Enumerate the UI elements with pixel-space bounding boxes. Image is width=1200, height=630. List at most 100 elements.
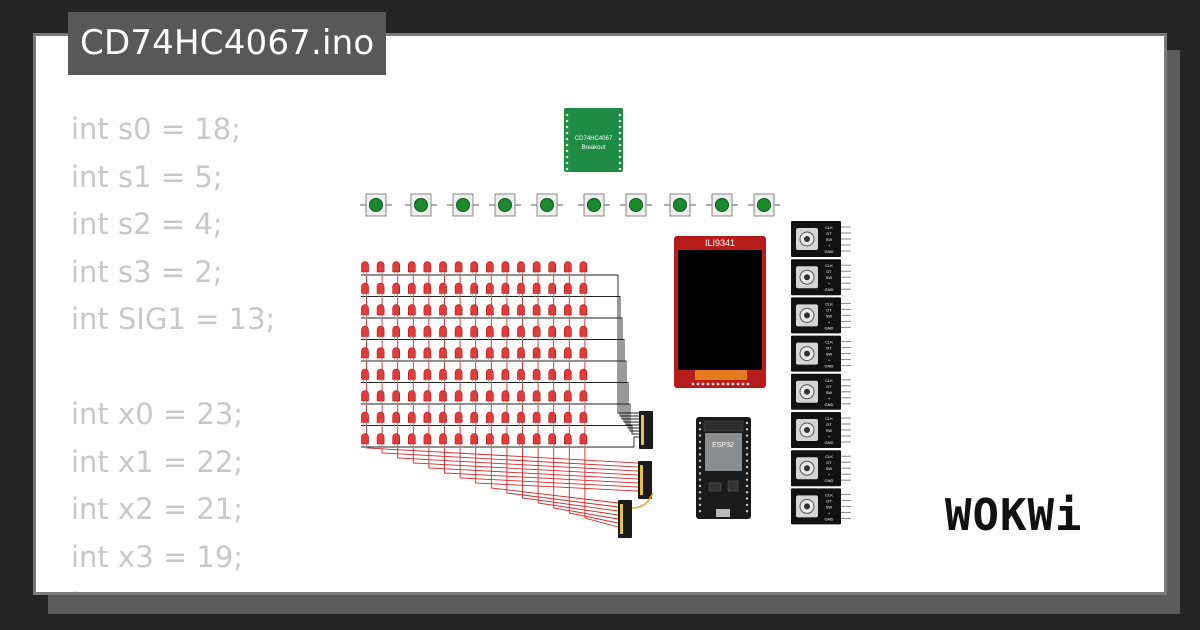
encoder-pin-label: CLK [825,263,833,268]
led [361,368,369,384]
led [501,282,510,298]
led [361,282,369,298]
mux-chip-1[interactable] [639,411,653,449]
led [579,411,588,427]
led [532,325,541,341]
led [408,433,416,448]
encoder-pin-label: DT [826,460,832,465]
led [408,411,416,427]
led [454,325,463,341]
led [532,368,541,384]
led [486,282,494,298]
mux-breakout-label: CD74HC4067 [575,136,613,142]
esp32-board[interactable]: ESP32 [696,417,751,519]
led [376,411,385,427]
led [501,325,510,341]
led [423,390,432,405]
encoder-pin-label: SW [826,428,833,433]
code-line: int x0 = 23; [71,397,244,431]
project-preview-card[interactable]: int s0 = 18; int s1 = 5; int s2 = 4; int… [33,33,1167,595]
encoder-pin-label: CLK [825,454,833,459]
led [392,347,400,362]
led [392,282,400,298]
code-line: int SIG2 = 12; [71,581,275,592]
pushbutton [531,193,563,217]
encoder-pin-label: CLK [825,416,833,421]
led [376,347,385,362]
led [532,347,541,362]
sketch-title: CD74HC4067.ino [68,12,387,75]
led [486,390,494,405]
led [517,325,525,341]
led [564,282,572,298]
wires-black [361,274,639,448]
led [392,368,400,384]
encoder-pin-label: CLK [825,225,833,230]
encoder-pin-label: GND [825,287,834,292]
circuit-diagram: CD74HC4067 Breakout ILI9341 [360,108,851,538]
encoder-pin-label: CLK [825,301,833,306]
encoder-pin-label: DT [826,498,832,503]
led [501,261,510,276]
led [376,261,385,276]
led [361,261,369,276]
led [408,325,416,341]
encoder-pin-label: SW [826,313,833,318]
code-line: int s1 = 5; [71,159,223,194]
mux-chip-3[interactable] [618,492,654,538]
pushbutton-row[interactable] [360,193,780,217]
wokwi-logo[interactable]: WOKWi [945,490,1083,541]
led [454,411,463,427]
led [470,282,478,298]
led [548,325,556,341]
mux-chip-2[interactable] [638,461,652,499]
led [517,390,525,405]
led [579,304,588,319]
pushbutton [489,193,521,217]
encoder-pin-label: GND [825,516,834,521]
led [564,411,572,427]
led [392,411,400,427]
encoder-pin-label: SW [826,275,833,280]
led [392,325,400,341]
wires-red [366,273,639,528]
led [564,261,572,276]
code-line: int x2 = 21; [71,492,244,526]
encoder-pin-label: SW [826,466,833,471]
led [454,261,463,276]
led [376,282,385,298]
encoder-pin-label: + [828,472,831,477]
led [361,433,369,448]
encoder-pin-label: DT [826,346,832,351]
led [548,304,556,319]
led [470,304,478,319]
encoder-pin-label: + [828,358,831,363]
mux-breakout-sublabel: Breakout [581,145,605,151]
led [501,390,510,405]
led [423,325,432,341]
encoder-pin-label: GND [825,402,834,407]
led [454,282,463,298]
ili9341-display[interactable]: ILI9341 [674,236,766,388]
led [564,304,572,319]
display-label: ILI9341 [705,238,735,248]
led [486,433,494,448]
led [532,304,541,319]
led [408,282,416,298]
rotary-encoder-column[interactable]: CLKDTSW+GNDCLKDTSW+GNDCLKDTSW+GNDCLKDTSW… [791,221,851,525]
led [501,347,510,362]
led [517,282,525,298]
encoder-pin-label: CLK [825,340,833,345]
encoder-pin-label: DT [826,269,832,274]
led [408,347,416,362]
led [439,261,447,276]
led [579,261,588,276]
led [532,411,541,427]
led-matrix[interactable] [361,261,588,449]
led [548,261,556,276]
mux-breakout-board[interactable]: CD74HC4067 Breakout [564,108,623,172]
led [579,347,588,362]
led [517,411,525,427]
led [423,411,432,427]
